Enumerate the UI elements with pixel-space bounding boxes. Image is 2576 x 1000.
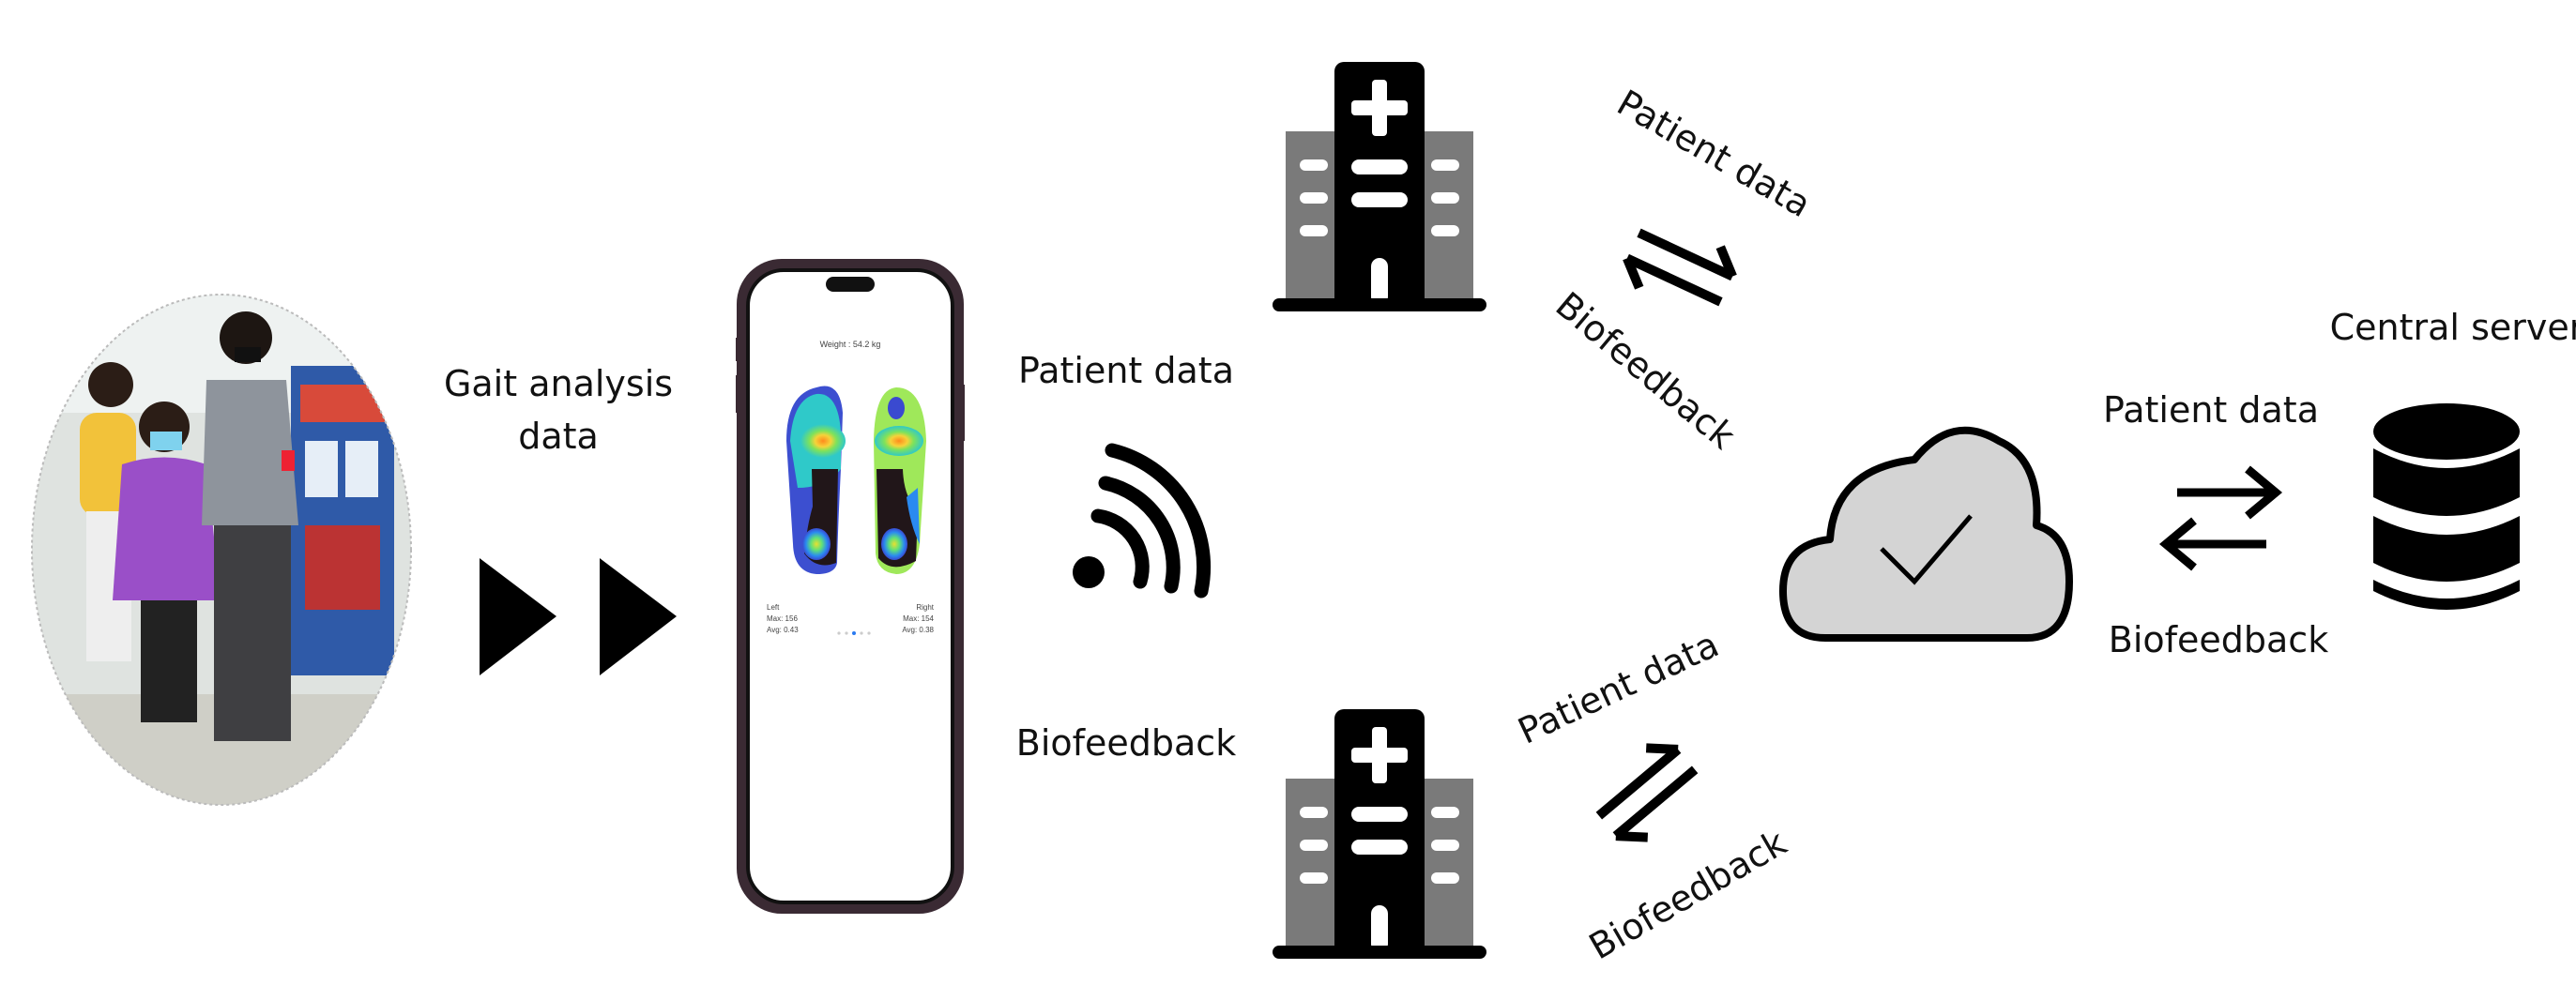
- server-biofeedback-label: Biofeedback: [2109, 619, 2328, 660]
- exchange-arrows-icon-bottom: [1595, 743, 1699, 842]
- smartphone-icon: Weight : 54.2 kg Left Max: 156 Avg: 0.43…: [736, 259, 965, 914]
- right-insole: [874, 387, 926, 574]
- exchange-arrows-icon-server: [2158, 465, 2283, 571]
- database-icon: [2373, 403, 2520, 610]
- play-arrows-icon: [480, 558, 677, 675]
- server-patient-data-label: Patient data: [2103, 389, 2319, 431]
- phone-patient-data-label: Patient data: [1018, 350, 1234, 391]
- exchange-arrows-icon-top: [1623, 228, 1737, 307]
- photo-border: [31, 294, 412, 806]
- page-dots[interactable]: [837, 631, 871, 635]
- gait-analysis-label-2: data: [518, 416, 599, 457]
- phone-biofeedback-label: Biofeedback: [1016, 722, 1236, 764]
- central-server-label: Central server: [2330, 307, 2576, 348]
- hospital-icon-top: [1273, 62, 1486, 311]
- right-max: Max: 154: [903, 614, 934, 623]
- hospital-icon-bottom: [1273, 709, 1486, 959]
- cloud-check-icon: [1779, 426, 2073, 642]
- right-label: Right: [916, 603, 934, 612]
- patient-photo: [32, 295, 411, 805]
- left-max: Max: 156: [767, 614, 798, 623]
- wireless-signal-icon: [1073, 443, 1212, 598]
- bottom-patient-data-label: Patient data: [1512, 624, 1725, 752]
- left-avg: Avg: 0.43: [767, 626, 799, 634]
- left-insole: [786, 386, 846, 574]
- bottom-biofeedback-label: Biofeedback: [1582, 822, 1793, 967]
- top-biofeedback-label: Biofeedback: [1547, 284, 1743, 457]
- right-avg: Avg: 0.38: [902, 626, 934, 634]
- gait-analysis-label: Gait analysis: [444, 363, 673, 404]
- top-patient-data-label: Patient data: [1610, 82, 1818, 225]
- phone-weight: Weight : 54.2 kg: [820, 340, 881, 349]
- left-label: Left: [767, 603, 780, 612]
